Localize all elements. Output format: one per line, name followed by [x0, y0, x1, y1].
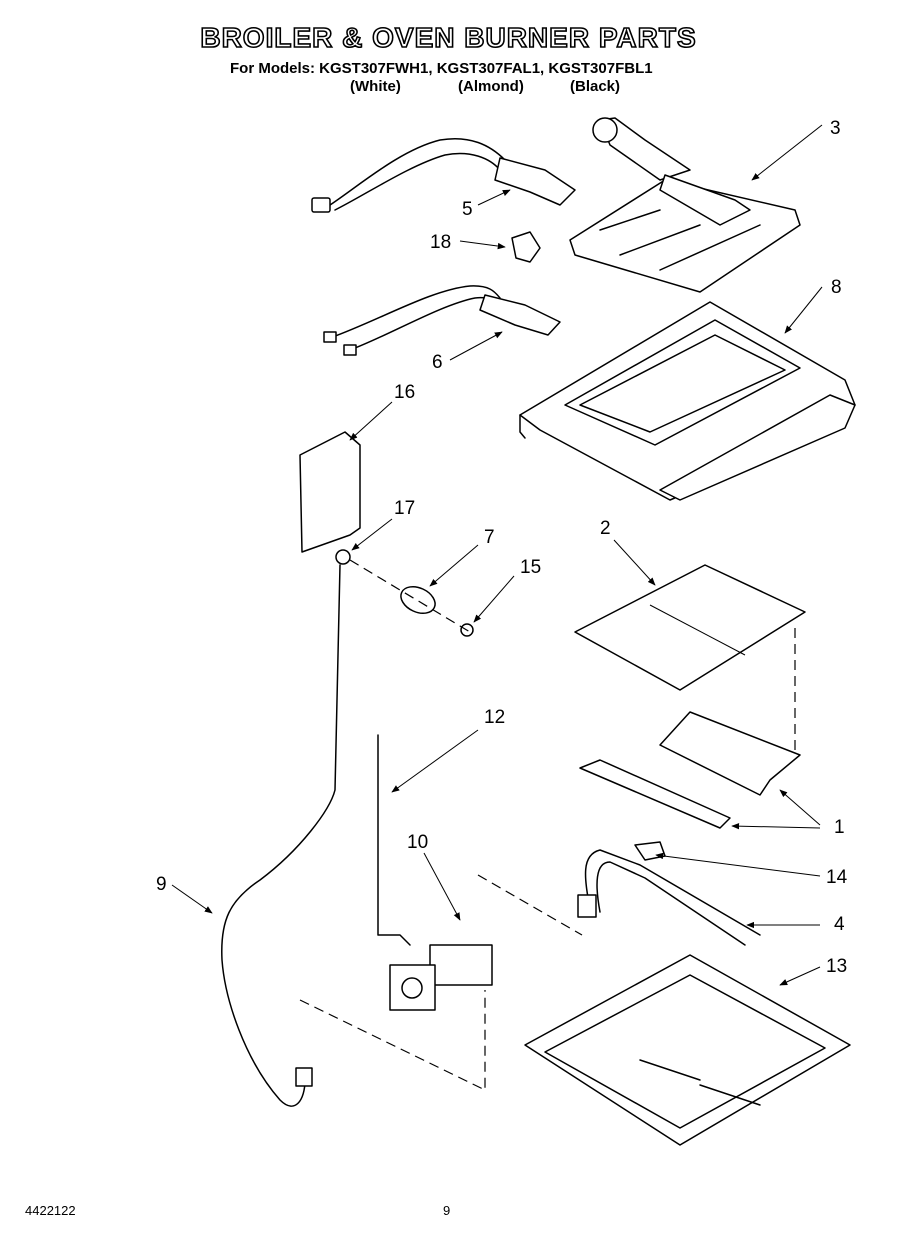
- callout-17: 17: [394, 498, 415, 519]
- footer-part-number: 4422122: [25, 1203, 76, 1218]
- callout-9: 9: [156, 874, 167, 895]
- callout-1: 1: [834, 817, 845, 838]
- part-4-oven-burner: [577, 849, 761, 946]
- finish-black: (Black): [570, 78, 621, 95]
- part-12-tube: [377, 734, 411, 946]
- callout-5: 5: [462, 199, 473, 220]
- part-14-clip: [634, 841, 666, 861]
- callout-13: 13: [826, 956, 847, 977]
- callout-12: 12: [484, 707, 505, 728]
- finish-white: (White): [350, 78, 401, 95]
- callout-16: 16: [394, 382, 415, 403]
- part-5-ignitor: [311, 138, 576, 213]
- callout-8: 8: [831, 277, 842, 298]
- finish-almond: (Almond): [458, 78, 524, 95]
- callout-7: 7: [484, 527, 495, 548]
- part-13-broiler-pan: [524, 954, 851, 1146]
- part-17-fitting: [335, 549, 351, 565]
- part-2-shield: [574, 564, 806, 691]
- part-18-clip: [511, 231, 541, 263]
- callout-6: 6: [432, 352, 443, 373]
- part-3-broiler-burner: [569, 117, 801, 293]
- part-6-igniter: [323, 285, 561, 356]
- page-title: BROILER & OVEN BURNER PARTS: [200, 21, 697, 54]
- footer-page-number: 9: [443, 1203, 451, 1218]
- models-line: For Models: KGST307FWH1, KGST307FAL1, KG…: [230, 60, 653, 77]
- part-7-orifice: [400, 585, 436, 615]
- part-1-brackets: [579, 628, 801, 829]
- callout-18: 18: [430, 232, 451, 253]
- part-16-bracket: [299, 431, 361, 553]
- leader-lines: [171, 124, 823, 986]
- callout-15: 15: [520, 557, 541, 578]
- callout-3: 3: [830, 118, 841, 139]
- callout-4: 4: [834, 914, 845, 935]
- part-10-valve: [389, 944, 493, 1011]
- part-9-fitting: [295, 1067, 313, 1087]
- part-8-broiler-cover: [519, 301, 856, 501]
- callout-14: 14: [826, 867, 848, 888]
- callout-2: 2: [600, 518, 611, 539]
- part-9-gas-line: [221, 564, 341, 1107]
- callout-10: 10: [407, 832, 428, 853]
